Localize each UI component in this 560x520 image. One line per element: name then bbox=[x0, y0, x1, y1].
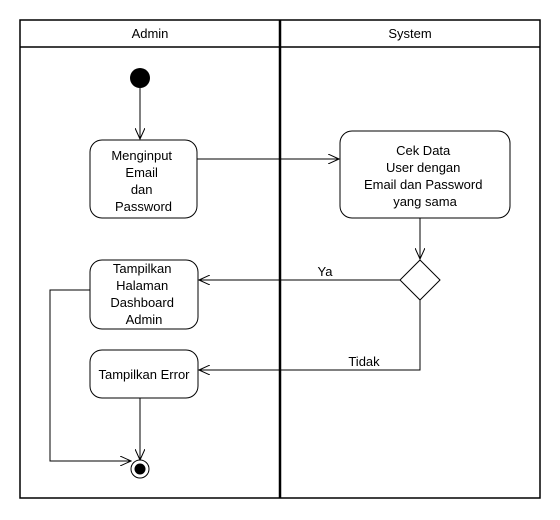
initial-node bbox=[130, 68, 150, 88]
action-show-error-label: Tampilkan Error bbox=[98, 367, 190, 382]
action-show-dashboard bbox=[89, 259, 199, 330]
action-input-credentials bbox=[89, 139, 198, 219]
edge-dashboard-to-final bbox=[49, 289, 131, 461]
action-check-user bbox=[339, 130, 511, 219]
action-show-error bbox=[89, 349, 199, 399]
action-check-user-label: Cek Data User dengan Email dan Password … bbox=[364, 143, 486, 209]
edge-label-yes: Ya bbox=[318, 264, 334, 279]
action-input-credentials-label: Menginput Email dan Password bbox=[111, 148, 175, 214]
final-node-core bbox=[134, 463, 146, 475]
action-show-dashboard-label: Tampilkan Halaman Dashboard Admin bbox=[110, 261, 177, 327]
edge-decision-no bbox=[199, 300, 421, 370]
decision-node bbox=[399, 259, 441, 301]
lane-title-admin: Admin bbox=[132, 26, 169, 41]
edge-label-no: Tidak bbox=[348, 354, 380, 369]
lane-title-system: System bbox=[388, 26, 431, 41]
